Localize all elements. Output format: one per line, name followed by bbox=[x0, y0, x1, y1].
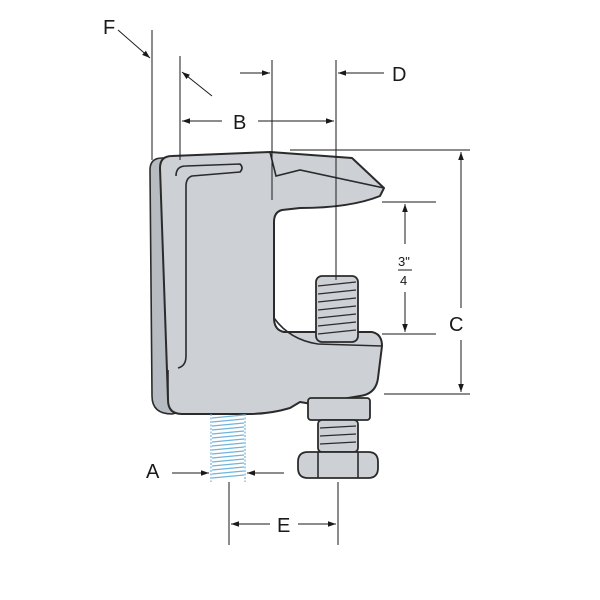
dimension-b: B bbox=[182, 60, 337, 280]
threaded-rod-threads bbox=[211, 414, 245, 479]
label-a: A bbox=[146, 461, 160, 483]
lock-nut-assembly bbox=[297, 397, 379, 479]
dimension-gap: 3" 4 bbox=[382, 201, 436, 335]
label-gap-denominator: 4 bbox=[400, 273, 407, 288]
label-b: B bbox=[233, 112, 246, 134]
label-f: F bbox=[103, 17, 115, 39]
dimension-f: F bbox=[103, 17, 213, 160]
dimension-d: D bbox=[240, 64, 406, 86]
label-e: E bbox=[277, 515, 290, 537]
label-c: C bbox=[449, 314, 463, 336]
clamp-front-face bbox=[159, 151, 385, 415]
clamp-spine-rib bbox=[175, 163, 243, 369]
label-gap-numerator: 3" bbox=[398, 254, 410, 269]
clamp-top-bevel bbox=[269, 151, 385, 189]
clamp-lower-jaw-edge bbox=[273, 317, 383, 347]
set-screw bbox=[315, 275, 359, 343]
threaded-rod bbox=[210, 414, 246, 482]
label-d: D bbox=[392, 64, 406, 86]
dimension-c: C bbox=[290, 149, 470, 395]
dimension-a: A bbox=[146, 461, 284, 483]
bolt-hex-head bbox=[297, 451, 379, 479]
clamp-body bbox=[149, 151, 385, 415]
lock-nut bbox=[307, 397, 371, 421]
dimension-e: E bbox=[228, 482, 339, 545]
